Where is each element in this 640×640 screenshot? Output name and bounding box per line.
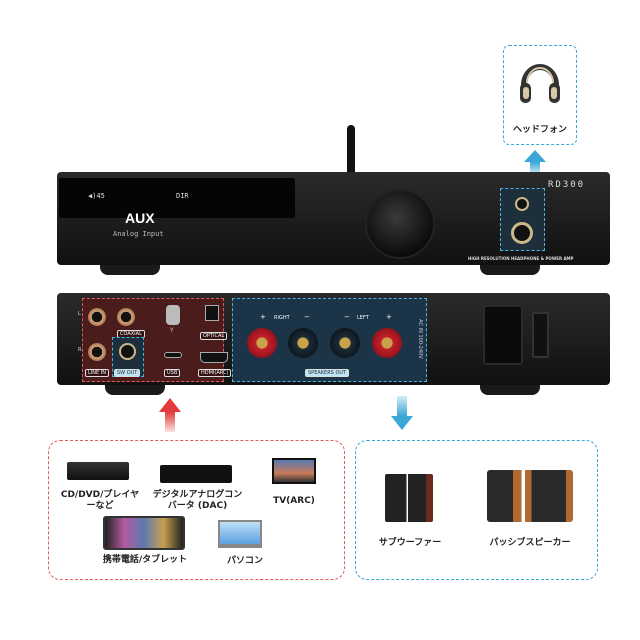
channel-l-label: L [78, 311, 81, 317]
arrow-shaft [397, 396, 407, 416]
arrow-up-icon [524, 150, 546, 162]
brand-logo: RD300 [548, 180, 586, 190]
optical-port[interactable] [205, 305, 219, 321]
arrow-shaft [530, 162, 540, 174]
speakers-out-label: SPEAKERS OUT [305, 369, 350, 377]
right-positive-terminal[interactable] [247, 328, 277, 358]
input-name: AUX [125, 210, 155, 226]
usb-label: USB [164, 369, 181, 377]
ac-in-label: AC IN 100-240V [416, 319, 423, 359]
left-channel-label: LEFT [357, 315, 369, 321]
mode-readout: DIR [176, 192, 189, 200]
dac-label: デジタルアナログコンバータ (DAC) [152, 490, 243, 511]
sw-out-jack[interactable] [119, 343, 136, 360]
headphone-label: ヘッドフォン [512, 125, 567, 135]
arrow-up-icon [159, 398, 181, 412]
foot [100, 265, 160, 275]
foot [105, 385, 165, 395]
volume-readout: ◀)45 [88, 192, 105, 200]
passive-speakers-label: パッシブスピーカー [489, 538, 571, 548]
headphone-icon [518, 55, 562, 107]
line-in-label: LINE IN [85, 369, 109, 377]
arrow-down-icon [391, 416, 413, 430]
headphone-callout [503, 45, 577, 145]
left-negative-terminal[interactable] [330, 328, 360, 358]
laptop-image [218, 520, 262, 548]
volume-knob[interactable] [367, 191, 433, 257]
right-negative-terminal[interactable] [288, 328, 318, 358]
sw-out-label: SW OUT [114, 369, 141, 377]
dvd-player-label: CD/DVD/プレイヤーなど [60, 490, 140, 511]
tv-image [272, 458, 316, 484]
input-description: Analog Input [113, 230, 164, 238]
antenna-icon: Y [170, 327, 174, 334]
channel-r-label: R [78, 347, 82, 353]
input-ports-area [82, 298, 224, 382]
phone-tablet-image [103, 516, 185, 550]
left-plus-sign: + [386, 313, 392, 321]
laptop-label: パソコン [226, 556, 263, 566]
coaxial-jack[interactable] [117, 308, 135, 326]
input-devices-box [48, 440, 345, 580]
left-positive-terminal[interactable] [372, 328, 402, 358]
dvd-player-image [67, 462, 129, 480]
display-screen [59, 178, 295, 218]
headphone-jack-small[interactable] [515, 197, 529, 211]
right-minus-sign: − [304, 313, 310, 321]
tv-label: TV(ARC) [273, 496, 315, 506]
dac-image [160, 465, 232, 483]
antenna [347, 125, 355, 173]
power-switch[interactable] [532, 312, 549, 358]
phone-tablet-label: 携帯電話/タブレット [102, 555, 188, 565]
optical-label: OPTICAL [200, 332, 228, 340]
left-minus-sign: − [344, 313, 350, 321]
right-channel-label: RIGHT [274, 315, 290, 321]
headphone-jack-large[interactable] [511, 222, 533, 244]
foot [480, 385, 540, 395]
arrow-shaft [165, 412, 175, 432]
output-devices-box [355, 440, 598, 580]
line-in-l-jack[interactable] [88, 308, 106, 326]
hdmi-port[interactable] [200, 352, 228, 363]
usb-c-port[interactable] [164, 352, 182, 358]
tagline: HIGH RESOLUTION HEADPHONE & POWER AMP [468, 256, 574, 261]
power-inlet[interactable] [483, 305, 523, 365]
passive-speakers-image [487, 470, 573, 522]
hdmi-label: HDMI(ARC) [198, 369, 232, 377]
line-in-r-jack[interactable] [88, 343, 106, 361]
right-plus-sign: + [260, 313, 266, 321]
antenna-connector[interactable] [166, 305, 180, 325]
subwoofer-image [385, 474, 433, 522]
subwoofer-label: サブウーファー [378, 538, 442, 548]
foot [480, 265, 540, 275]
